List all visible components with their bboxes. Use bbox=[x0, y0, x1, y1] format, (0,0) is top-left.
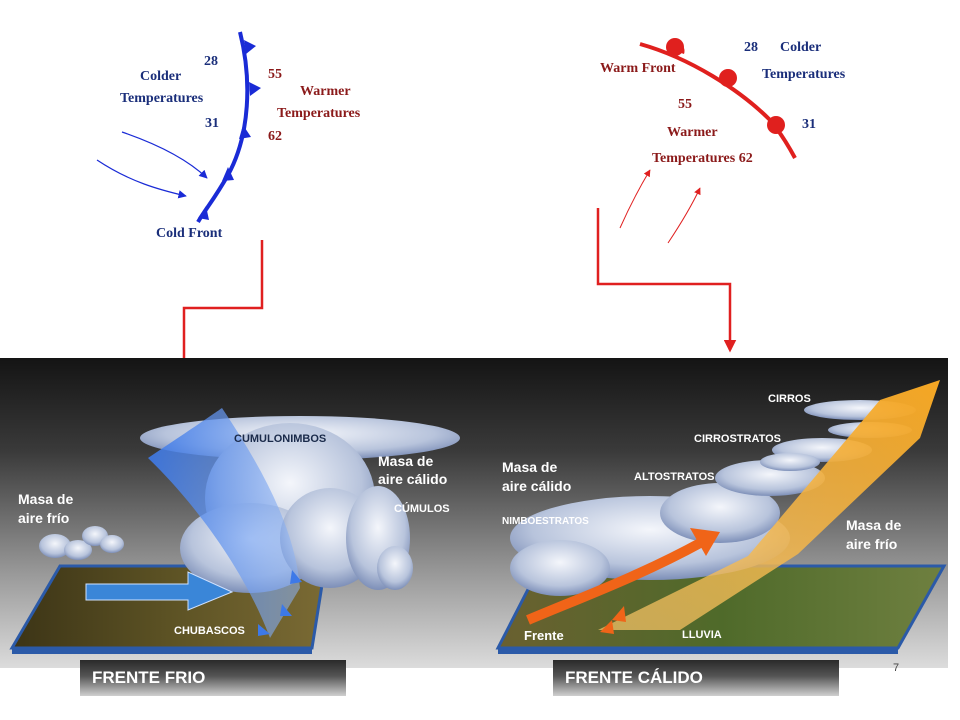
cumulonimbus-label: CUMULONIMBOS bbox=[234, 433, 326, 445]
colder-label: Colder bbox=[140, 69, 181, 84]
warm-front-symbol bbox=[619, 38, 797, 244]
front-label: Frente bbox=[524, 628, 564, 643]
cold-front-label: Cold Front bbox=[156, 226, 223, 241]
temp-28: 28 bbox=[744, 40, 758, 55]
cumulus-label: CÚMULOS bbox=[394, 502, 450, 515]
cold-air-arrow bbox=[85, 571, 234, 611]
colder-label: Temperatures bbox=[120, 91, 204, 106]
warmer-label: Temperatures bbox=[277, 106, 361, 121]
connector-arrow-cold bbox=[177, 240, 264, 371]
cold-air-mass-label: Masa de bbox=[18, 491, 73, 507]
cold-front-symbol bbox=[96, 31, 261, 224]
slide-number: 7 bbox=[893, 662, 900, 674]
showers-label: CHUBASCOS bbox=[174, 625, 245, 637]
temp-31: 31 bbox=[205, 116, 219, 131]
cold-front-caption: FRENTE FRIO bbox=[80, 660, 346, 696]
nimbostratus-label: NIMBOESTRATOS bbox=[502, 516, 589, 527]
cirrus-label: CIRROS bbox=[768, 393, 811, 405]
cold-air-mass-label: aire frío bbox=[846, 536, 897, 552]
cold-air-mass-label: Masa de bbox=[846, 517, 901, 533]
cold-air-wedge bbox=[148, 408, 302, 638]
fronts-map-figure: Colder Temperatures 28 31 55 62 Warmer T… bbox=[96, 31, 846, 371]
warm-air-mass-label: Masa de bbox=[502, 459, 557, 475]
cold-air-small-clouds bbox=[39, 526, 124, 560]
warmer-label: Temperatures 62 bbox=[652, 151, 753, 166]
warmer-label: Warmer bbox=[667, 125, 718, 140]
warm-front-map-labels: Warm Front 28 Colder Temperatures 31 55 … bbox=[600, 40, 846, 166]
cirrostratus-label: CIRROSTRATOS bbox=[694, 433, 781, 445]
cold-front-map-labels: Colder Temperatures 28 31 55 62 Warmer T… bbox=[120, 54, 361, 241]
warm-front-label: Warm Front bbox=[600, 61, 676, 76]
temp-28: 28 bbox=[204, 54, 218, 69]
colder-label: Colder bbox=[780, 40, 821, 55]
rain-label: LLUVIA bbox=[682, 629, 722, 641]
warm-air-arrow bbox=[526, 528, 720, 634]
temp-62: 62 bbox=[268, 129, 282, 144]
warm-air-band bbox=[598, 380, 940, 630]
connector-arrow-warm bbox=[596, 208, 737, 353]
temp-55: 55 bbox=[268, 67, 282, 82]
warm-front-caption: FRENTE CÁLIDO bbox=[553, 660, 839, 696]
altostratus-label: ALTOSTRATOS bbox=[634, 471, 714, 483]
fronts-illustration: CUMULONIMBOS Masa de aire cálido CÚMULOS… bbox=[9, 380, 947, 654]
temp-55: 55 bbox=[678, 97, 692, 112]
warmer-label: Warmer bbox=[300, 84, 351, 99]
temp-31: 31 bbox=[802, 117, 816, 132]
warm-air-mass-label: Masa de bbox=[378, 453, 433, 469]
colder-label: Temperatures bbox=[762, 67, 846, 82]
cumulus-cloud bbox=[346, 486, 413, 590]
warm-air-mass-label: aire cálido bbox=[502, 478, 571, 494]
nimbostratus-cloud bbox=[510, 483, 790, 596]
cold-air-mass-label: aire frío bbox=[18, 510, 69, 526]
warm-air-mass-label: aire cálido bbox=[378, 471, 447, 487]
